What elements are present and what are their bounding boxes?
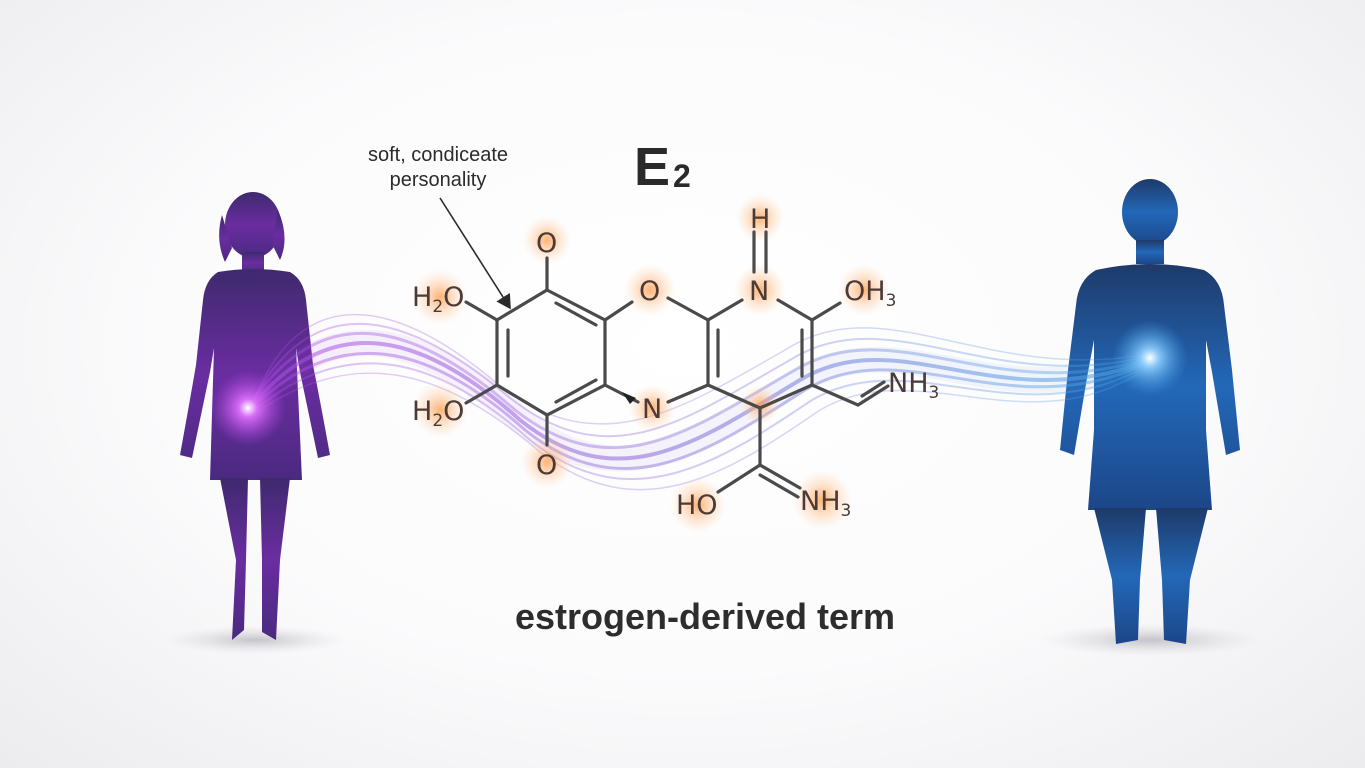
atom-h-top: H: [750, 204, 770, 235]
symbol-letter: E: [634, 137, 672, 197]
symbol-subscript: 2: [673, 158, 692, 194]
atom-h2o-lower: H2O: [412, 396, 464, 431]
atom-oh3: OH3: [844, 276, 896, 311]
chemical-symbol: E2: [634, 136, 692, 198]
energy-wave: [239, 313, 1155, 491]
caption: estrogen-derived term: [514, 596, 896, 637]
atom-glows: [412, 194, 890, 533]
atom-n-top: N: [749, 276, 769, 307]
atom-o-bottom: O: [536, 450, 557, 481]
annotation-arrow: [439, 197, 511, 310]
male-silhouette: [1060, 179, 1240, 644]
female-shadow: [165, 626, 345, 654]
atom-o-top-left: O: [536, 228, 557, 259]
annotation-line-1: soft, condiceate: [367, 144, 509, 166]
atom-nh3-right: NH3: [888, 368, 939, 403]
atom-o-ring: O: [639, 276, 660, 307]
annotation-line-2: personality: [389, 169, 487, 191]
atom-nh3-bottom: NH3: [800, 486, 851, 521]
atom-ho-bottom: HO: [676, 490, 718, 521]
male-glow: [1112, 320, 1188, 396]
male-shadow: [1040, 624, 1260, 656]
atom-labels: O H2O H2O O O N H N OH3 NH3 HO NH3: [412, 204, 939, 521]
molecule-bonds: [464, 230, 890, 499]
female-glow: [210, 370, 286, 446]
annotation-text: soft, condiceate personality: [318, 143, 558, 193]
atom-h2o-upper: H2O: [412, 282, 464, 317]
atom-n-ring: N: [642, 394, 662, 425]
